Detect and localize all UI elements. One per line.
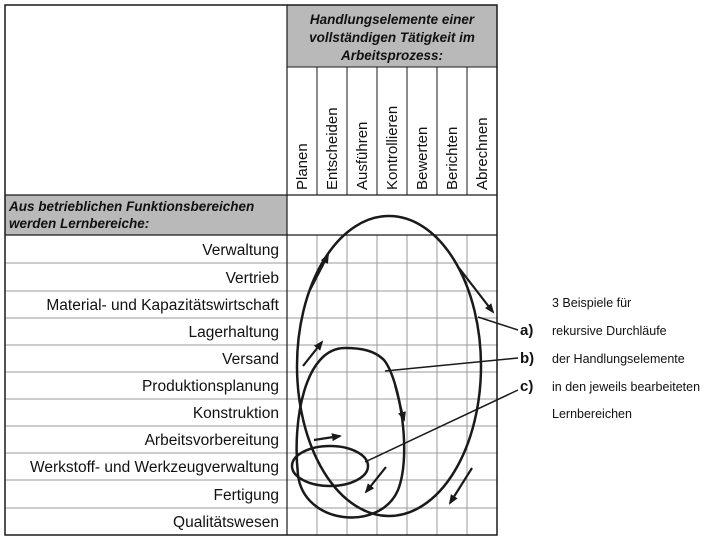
stage-label-ausfuehren: Ausführen (354, 122, 371, 190)
note-line-2: rekursive Durchläufe (552, 324, 667, 338)
area-labels: Verwaltung Vertrieb Material- und Kapazi… (30, 242, 280, 531)
loop-a-ellipse (295, 214, 483, 518)
header-cell (287, 5, 497, 67)
stage-labels: Planen Entscheiden Ausführen Kontrollier… (294, 106, 491, 190)
example-letter-b: b) (520, 350, 534, 367)
area-label-konstruktion: Konstruktion (193, 405, 279, 422)
area-label-qualitaetswesen: Qualitätswesen (173, 514, 279, 531)
left-header-line-2: werden Lernbereiche: (9, 216, 149, 231)
loop-a-arrow-right (458, 267, 495, 314)
area-label-fertigung: Fertigung (214, 487, 279, 504)
area-label-werkstoff-werkzeug: Werkstoff- und Werkzeugverwaltung (30, 459, 279, 476)
area-label-verwaltung: Verwaltung (202, 242, 279, 259)
example-letter-c: c) (520, 378, 533, 395)
stage-label-abrechnen: Abrechnen (474, 117, 491, 190)
stage-label-bewerten: Bewerten (414, 127, 431, 190)
explanation-note: 3 Beispiele für rekursive Durchläufe der… (552, 296, 700, 421)
loop-b-path (295, 346, 406, 519)
area-label-produktionsplanung: Produktionsplanung (142, 378, 279, 395)
loop-a-arrow-down (448, 467, 473, 505)
area-label-vertrieb: Vertrieb (226, 270, 279, 287)
stage-label-entscheiden: Entscheiden (324, 107, 341, 190)
area-label-versand: Versand (222, 351, 279, 368)
header-line-1: Handlungselemente einer (310, 12, 475, 27)
leader-line-c (364, 389, 519, 463)
leader-line-b (384, 357, 519, 372)
area-label-lagerhaltung: Lagerhaltung (189, 324, 280, 341)
loop-b-arrow-up (302, 340, 324, 367)
loop-a-arrow-up (309, 253, 329, 291)
loop-c-arrow-right (313, 433, 342, 442)
area-label-material-kapazitaet: Material- und Kapazitätswirtschaft (46, 297, 279, 314)
header-line-2: vollständigen Tätigkeit im (309, 30, 475, 45)
example-letter-a: a) (520, 322, 533, 339)
loop-c (290, 433, 387, 494)
left-header-cell (5, 195, 287, 235)
leader-line-a (477, 316, 519, 331)
stage-label-planen: Planen (294, 143, 311, 190)
loop-a (295, 214, 495, 518)
stage-label-kontrollieren: Kontrollieren (384, 106, 401, 190)
note-line-5: Lernbereichen (552, 407, 632, 421)
loop-b-arrow-down (393, 384, 406, 422)
note-line-3: der Handlungselemente (552, 352, 685, 366)
note-line-1: 3 Beispiele für (552, 296, 631, 310)
loop-b (295, 340, 406, 519)
left-header-line-1: Aus betrieblichen Funktionsbereichen (8, 199, 254, 214)
loop-c-arrow-down (364, 466, 387, 494)
area-label-arbeitsvorbereitung: Arbeitsvorbereitung (145, 432, 279, 449)
loop-c-ellipse (290, 444, 370, 488)
note-line-4: in den jeweils bearbeiteten (552, 380, 700, 394)
header-line-3: Arbeitsprozess: (340, 48, 443, 63)
stage-label-berichten: Berichten (444, 127, 461, 190)
